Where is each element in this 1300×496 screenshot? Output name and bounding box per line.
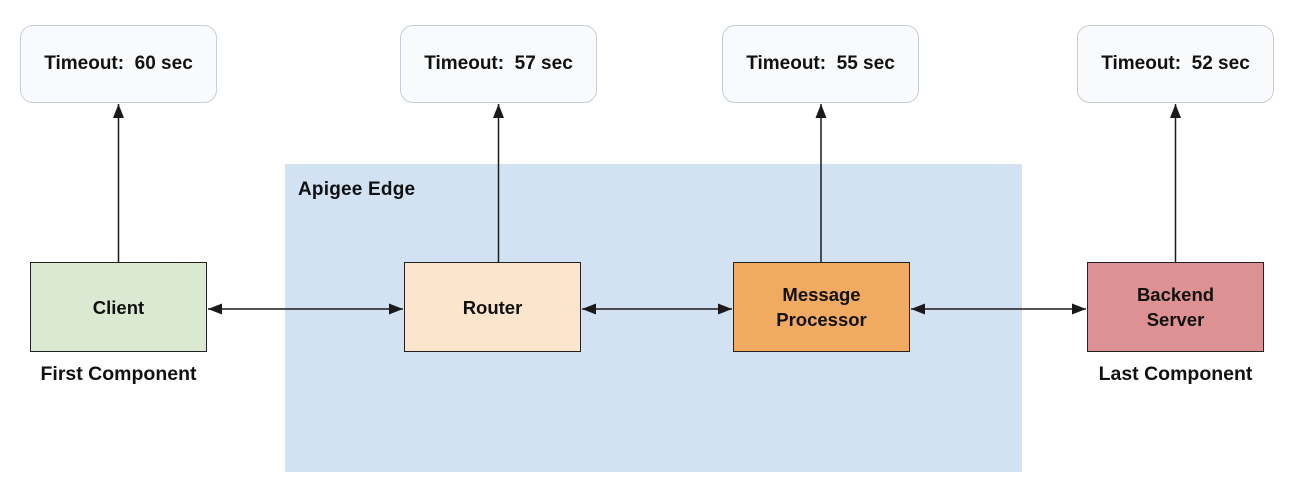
timeout-label-router: Timeout: 57 sec — [424, 53, 573, 74]
component-backend-server: Backend Server — [1087, 262, 1264, 352]
first-component-label: First Component — [40, 363, 197, 385]
component-client: Client — [30, 262, 207, 352]
timeout-badge-client: Timeout: 60 sec — [20, 25, 217, 103]
component-message-processor: Message Processor — [733, 262, 910, 352]
timeout-label-message-processor: Timeout: 55 sec — [746, 53, 895, 74]
apigee-edge-label: Apigee Edge — [298, 179, 416, 200]
timeout-badge-backend-server: Timeout: 52 sec — [1077, 25, 1274, 103]
timeout-badge-message-processor: Timeout: 55 sec — [722, 25, 919, 103]
component-label-message-processor: Message Processor — [776, 284, 867, 330]
timeout-badge-router: Timeout: 57 sec — [400, 25, 597, 103]
component-router: Router — [404, 262, 581, 352]
timeout-label-client: Timeout: 60 sec — [44, 53, 193, 74]
last-component-label: Last Component — [1098, 363, 1253, 385]
timeout-label-backend-server: Timeout: 52 sec — [1101, 53, 1250, 74]
component-label-router: Router — [462, 296, 523, 318]
apigee-edge-container: Apigee Edge — [285, 164, 1022, 472]
component-label-client: Client — [92, 296, 145, 318]
component-label-backend-server: Backend Server — [1136, 284, 1215, 330]
